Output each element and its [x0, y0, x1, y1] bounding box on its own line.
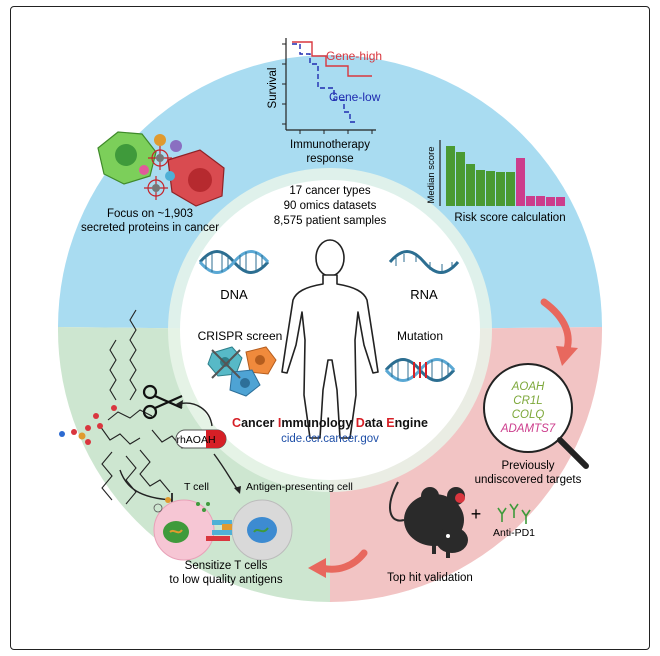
scissors-icon: [142, 384, 183, 420]
risk-bar: [496, 172, 505, 206]
sensitize-caption-line1: Sensitize T cells: [185, 560, 268, 572]
dna-helix-icon: [198, 250, 270, 274]
crispr-cells-icon: [207, 346, 277, 397]
t-cell-icon: [153, 497, 215, 561]
targets-caption-line1: Previously: [501, 460, 554, 472]
antibody-icon: [497, 503, 531, 524]
target-cr1l: CR1L: [513, 395, 542, 407]
antibody-label: Anti-PD1: [493, 527, 535, 539]
risk-bar: [476, 170, 485, 206]
secreted-caption-line2: secreted proteins in cancer: [81, 222, 219, 234]
legend-gene-low: Gene-low: [329, 90, 381, 104]
flow-arrow-right-to-left: [308, 549, 368, 578]
secreted-caption-line1: Focus on ~1,903: [107, 208, 193, 220]
engine-url[interactable]: cide.ccr.cancer.gov: [281, 433, 379, 445]
risk-caption: Risk score calculation: [454, 212, 565, 224]
risk-bar: [536, 196, 545, 206]
risk-bar: [446, 146, 455, 206]
risk-bar: [546, 197, 555, 206]
target-colq: COLQ: [512, 409, 545, 421]
survival-curve-low: [292, 43, 358, 123]
apc-label: Antigen-presenting cell: [246, 481, 353, 493]
mouse-icon: [389, 481, 468, 558]
legend-gene-high: Gene-high: [326, 49, 382, 63]
lps-particles: [153, 497, 210, 513]
mutation-dna-icon: [384, 358, 456, 382]
figure-frame: [10, 6, 650, 650]
phosphate-group: [59, 405, 117, 445]
flow-arrow-top-to-right: [540, 298, 578, 366]
magnifier-icon: [483, 363, 589, 469]
survival-ticks: [282, 43, 373, 134]
rhaoah-label: rhAOAH: [176, 434, 215, 446]
engine-name: Cancer Immunology Data Engine: [232, 416, 428, 430]
t-cell-label: T cell: [184, 481, 209, 493]
stat-omics-datasets: 90 omics datasets: [284, 200, 377, 212]
tcr-mhc-synapse: [206, 520, 232, 541]
inhibition-line: [119, 469, 173, 501]
risk-ylabel: Median score: [426, 146, 437, 203]
survival-plot: Survival Immunotherapy response Gene-hig…: [267, 38, 382, 165]
risk-bar: [526, 196, 535, 206]
sensitize-caption-line2: to low quality antigens: [169, 574, 282, 586]
rna-label: RNA: [410, 287, 438, 302]
mutation-label: Mutation: [397, 329, 443, 343]
target-aoah: AOAH: [511, 381, 545, 393]
survival-ylabel: Survival: [267, 68, 279, 109]
rhaoah-capsule[interactable]: [175, 429, 227, 449]
target-adamts7: ADAMTS7: [500, 423, 556, 435]
risk-score-chart: Median score: [426, 140, 565, 206]
survival-curve-high: [292, 41, 372, 77]
survival-xlabel-line1: Immunotherapy: [290, 139, 370, 151]
crispr-label: CRISPR screen: [198, 329, 283, 343]
rna-strand-icon: [388, 250, 460, 274]
risk-bar: [506, 172, 515, 206]
risk-bar: [556, 197, 565, 206]
dna-label: DNA: [220, 287, 248, 302]
plus-sign: +: [471, 504, 482, 524]
secreted-protein-cells-icon: [97, 131, 225, 207]
stat-patient-samples: 8,575 patient samples: [274, 215, 387, 227]
targets-caption-line2: undiscovered targets: [475, 474, 582, 486]
survival-xlabel-line2: response: [306, 153, 353, 165]
risk-bar: [456, 152, 465, 206]
validation-caption: Top hit validation: [387, 572, 473, 584]
apc-cell-icon: [231, 499, 293, 561]
stat-cancer-types: 17 cancer types: [289, 185, 370, 197]
risk-bar: [486, 171, 495, 206]
human-silhouette: [281, 239, 379, 439]
risk-bar: [466, 164, 475, 206]
risk-bar: [516, 158, 525, 206]
